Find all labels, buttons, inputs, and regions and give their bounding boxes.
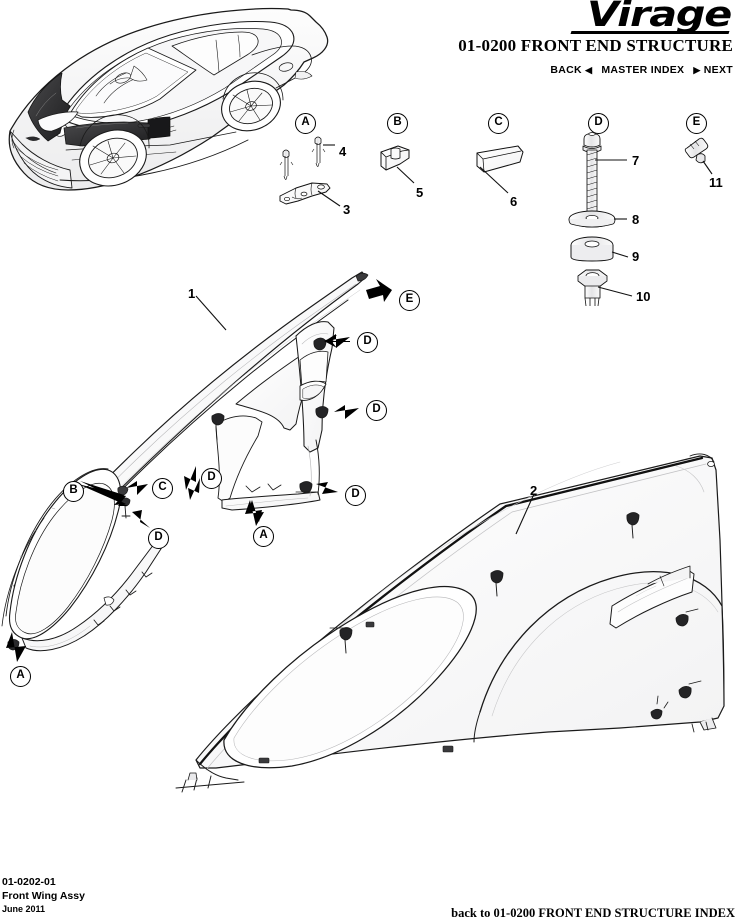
callout-assembly-b[interactable]: B bbox=[63, 481, 84, 502]
arrow-d-5 bbox=[132, 510, 150, 528]
master-index-link[interactable]: MASTER INDEX bbox=[601, 64, 685, 76]
footer-section-number: 01-0202-01 bbox=[2, 876, 56, 888]
arrow-b bbox=[78, 484, 128, 506]
part-label-8: 8 bbox=[632, 212, 640, 227]
arrow-d-4 bbox=[188, 478, 200, 500]
next-arrow-icon[interactable]: ▶ bbox=[693, 64, 701, 75]
next-link[interactable]: NEXT bbox=[703, 64, 733, 76]
hardware-group-b bbox=[380, 145, 415, 184]
part-9-bush bbox=[570, 236, 614, 262]
footer-left: 01-0202-01 Front Wing Assy June 2011 bbox=[2, 876, 85, 917]
callout-assembly-d-2[interactable]: D bbox=[366, 400, 387, 421]
hardware-group-e bbox=[684, 137, 713, 175]
part-4-rivet-left bbox=[279, 149, 294, 180]
callout-assembly-c[interactable]: C bbox=[152, 478, 173, 499]
callout-assembly-e[interactable]: E bbox=[399, 290, 420, 311]
part-label-11: 11 bbox=[709, 175, 723, 190]
part-10-nut bbox=[577, 269, 608, 307]
footer-index-link[interactable]: back to 01-0200 FRONT END STRUCTURE INDE… bbox=[451, 906, 735, 920]
part-4-rivet-right bbox=[311, 136, 326, 167]
page-header: Virage 01-0200 FRONT END STRUCTURE BACK … bbox=[0, 0, 737, 90]
arrow-c bbox=[126, 481, 148, 495]
part-7-bolt bbox=[582, 132, 602, 213]
hardware-group-c bbox=[476, 145, 524, 194]
part-label-1: 1 bbox=[188, 286, 196, 301]
footer-date: June 2011 bbox=[2, 904, 46, 914]
part-label-9: 9 bbox=[632, 249, 640, 264]
back-arrow-icon[interactable]: ◀ bbox=[585, 64, 593, 75]
callout-group-e[interactable]: E bbox=[686, 113, 707, 134]
part-label-2: 2 bbox=[530, 483, 538, 498]
leader-1 bbox=[195, 295, 227, 331]
footer-section-name: Front Wing Assy bbox=[2, 889, 85, 902]
leader-3 bbox=[317, 190, 341, 207]
virage-brand-logo: Virage bbox=[586, 0, 732, 35]
hardware-group-d bbox=[568, 132, 633, 307]
leader-9 bbox=[611, 251, 629, 258]
arrow-d-2 bbox=[334, 405, 359, 419]
navigation-bar: BACK ◀ MASTER INDEX ▶ NEXT bbox=[550, 64, 733, 76]
part-label-10: 10 bbox=[636, 289, 651, 304]
hardware-group-a bbox=[279, 136, 341, 207]
leader-11 bbox=[702, 160, 713, 175]
leader-6 bbox=[479, 166, 509, 194]
vehicle-illustration-group bbox=[8, 7, 329, 191]
part-2-front-wing-outer bbox=[175, 453, 725, 793]
arrow-e bbox=[366, 279, 392, 302]
callout-assembly-a-2[interactable]: A bbox=[10, 666, 31, 687]
callout-assembly-d-5[interactable]: D bbox=[148, 528, 169, 549]
part-label-3: 3 bbox=[343, 202, 351, 217]
wing-fasteners bbox=[258, 512, 702, 764]
callout-assembly-d-4[interactable]: D bbox=[345, 485, 366, 506]
callout-group-a[interactable]: A bbox=[295, 113, 316, 134]
arrow-d-3 bbox=[316, 482, 338, 494]
part-1-front-wing-liner bbox=[1, 271, 369, 652]
arrow-a-2 bbox=[6, 632, 26, 662]
callout-assembly-a-1[interactable]: A bbox=[253, 526, 274, 547]
callout-arrows bbox=[6, 279, 392, 662]
callout-group-c[interactable]: C bbox=[488, 113, 509, 134]
back-link[interactable]: BACK bbox=[550, 64, 582, 76]
callout-assembly-d-3[interactable]: D bbox=[201, 468, 222, 489]
front-wheel bbox=[79, 129, 147, 187]
page-title: 01-0200 FRONT END STRUCTURE bbox=[458, 36, 733, 55]
part-8-washer bbox=[568, 210, 616, 228]
leader-2 bbox=[515, 493, 535, 535]
callout-group-b[interactable]: B bbox=[387, 113, 408, 134]
part-label-7: 7 bbox=[632, 153, 640, 168]
fasteners-assembly bbox=[211, 337, 329, 494]
part-label-5: 5 bbox=[416, 185, 424, 200]
rear-wheel bbox=[221, 80, 281, 132]
part-label-4: 4 bbox=[339, 144, 347, 159]
leader-5 bbox=[396, 166, 415, 184]
part-label-6: 6 bbox=[510, 194, 518, 209]
callout-group-d[interactable]: D bbox=[588, 113, 609, 134]
part-3-bracket bbox=[279, 182, 331, 205]
callout-assembly-d-1[interactable]: D bbox=[357, 332, 378, 353]
leader-10 bbox=[597, 286, 633, 297]
